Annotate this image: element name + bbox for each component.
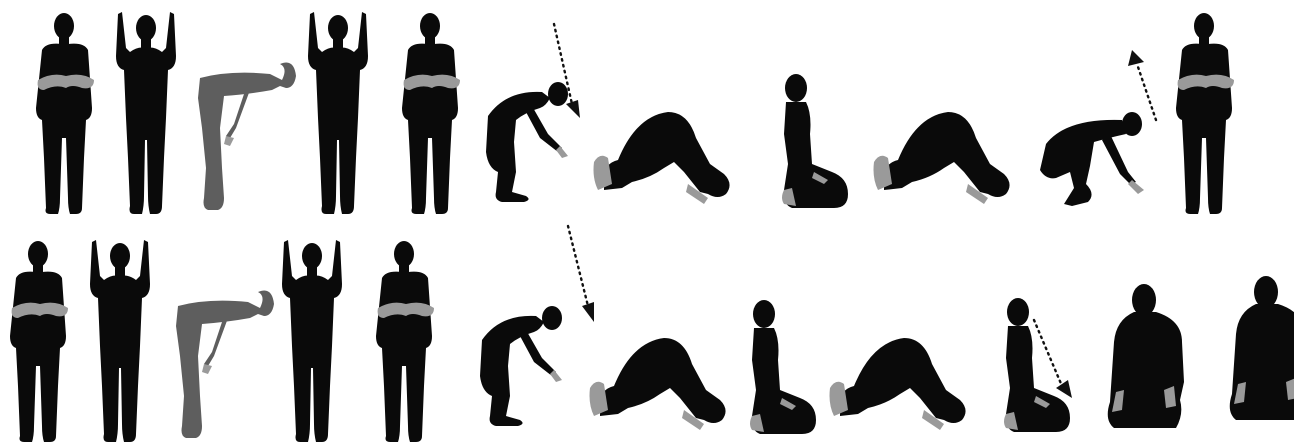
arrow-up-icon	[1128, 50, 1156, 120]
figure-standing-hands-raised	[90, 240, 150, 442]
figure-standing-hands-folded	[376, 241, 434, 442]
figure-prostrating	[874, 112, 1010, 204]
figure-kneeling-sitting	[782, 74, 848, 208]
figure-prostrating	[594, 112, 730, 204]
row-1	[36, 12, 1234, 214]
figure-standing-hands-raised	[308, 12, 368, 214]
figure-bowing-grey	[198, 63, 296, 211]
figure-crouching-rising	[1040, 112, 1144, 206]
figure-standing-hands-raised	[116, 12, 176, 214]
arrow-down-icon	[568, 226, 594, 322]
figure-standing-hands-raised	[282, 240, 342, 442]
figure-kneeling-head-turned-right	[1108, 284, 1184, 428]
figure-kneeling-sitting	[750, 300, 816, 434]
figure-standing-hands-folded	[1176, 13, 1234, 214]
figure-standing-hands-folded	[10, 241, 68, 442]
figure-bending-down	[480, 306, 562, 426]
figure-standing-hands-folded	[402, 13, 460, 214]
figure-kneeling-sitting	[1004, 298, 1070, 432]
arrow-down-icon	[1034, 320, 1072, 398]
figure-prostrating	[830, 338, 966, 430]
figure-kneeling-head-turned-left	[1230, 276, 1294, 420]
figure-prostrating	[590, 338, 726, 430]
figure-bowing-grey	[176, 291, 274, 439]
figure-standing-hands-folded	[36, 13, 94, 214]
figure-bending-down	[486, 82, 568, 202]
row-2	[10, 226, 1294, 442]
